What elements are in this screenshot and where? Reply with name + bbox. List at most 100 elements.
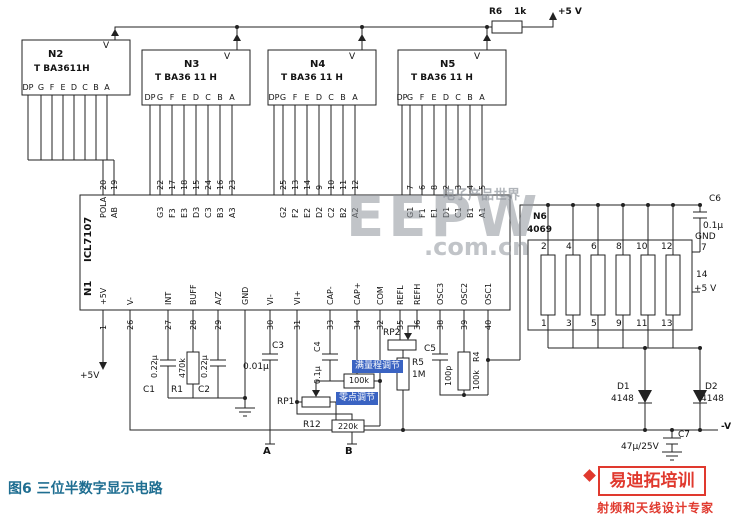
n3-pin-label: E	[181, 93, 187, 102]
n1-bottom-pin-number: 40	[484, 319, 493, 330]
n5-drop-wires	[401, 105, 483, 195]
r4-ref: R4	[472, 351, 481, 362]
n2-pin-label: B	[93, 83, 99, 92]
n5-pin-label: F	[419, 93, 425, 102]
n1-top-pin-label: E2	[303, 207, 312, 218]
n4-drop-wires	[273, 105, 356, 195]
c5-value: 100p	[444, 365, 453, 386]
d1-value: 4148	[611, 394, 634, 404]
reference-net	[399, 310, 418, 430]
n1-top-pin-label: C2	[327, 207, 336, 218]
rp1-ref: RP1	[277, 397, 295, 407]
n1-bottom-pin-label: COM	[376, 286, 385, 305]
n1-top-pin-number: 17	[168, 179, 177, 190]
n3-part: T BA36 11 H	[155, 73, 217, 83]
plus5v-top-label: +5 V	[558, 7, 582, 17]
n1-top-pin-number: 16	[216, 179, 225, 190]
n4-part: T BA36 11 H	[281, 73, 343, 83]
n3-pin-label: D	[192, 93, 200, 102]
n2-pin-label: F	[49, 83, 55, 92]
brand-subtitle: 射频和天线设计专家	[597, 501, 715, 515]
n1-top-pin-label: G2	[279, 206, 288, 218]
arrows-and-dots	[99, 12, 707, 432]
n1-top-pin-number: 14	[303, 179, 312, 190]
plus5v-top-arrow-icon	[549, 12, 557, 20]
n1-bottom-pin-label: INT	[164, 291, 173, 305]
n5-v-pin-label: V	[474, 52, 481, 62]
n2-pin-label: A	[104, 83, 110, 92]
r100k-value: 100k	[349, 376, 369, 385]
n5-body	[397, 49, 507, 106]
n1-bottom-pin-label: +5V	[99, 287, 108, 305]
n1-top-pin-label: A3	[228, 207, 237, 218]
n2-body	[21, 39, 131, 96]
n2-pin-label: D	[70, 83, 78, 92]
n1-bottom-pin-number: 1	[99, 324, 108, 330]
component-bodies	[186, 20, 681, 433]
c7-ref: C7	[678, 430, 691, 440]
n3-ref: N3	[184, 59, 200, 70]
n1-top-pin-label: D3	[192, 206, 201, 218]
zero-adjust-note: 零点调节	[336, 392, 379, 405]
n4-pin-label: C	[328, 93, 334, 102]
n1-bottom-pin-label: OSC2	[460, 282, 469, 305]
c3-ref: C3	[272, 341, 285, 351]
chip-outlines	[21, 39, 693, 331]
n3-pin-label: G	[156, 93, 164, 102]
plus5v-bottom-label: +5V	[80, 371, 100, 381]
n1-bottom-pin-number: 33	[326, 319, 335, 330]
c7-ground-net	[662, 430, 682, 461]
n1-bottom-pin-label: CAP-	[326, 286, 335, 305]
n6-bottom-pin-number: 9	[616, 319, 622, 329]
n4-pin-label: E	[304, 93, 310, 102]
inverter-1	[540, 254, 556, 316]
n1-bottom-pin-label: REFH	[413, 283, 422, 305]
n2-v-pin-label: V	[103, 41, 110, 51]
n1-bottom-pin-label: CAP+	[353, 282, 362, 305]
n4-body	[267, 49, 377, 106]
n3-pin-label: C	[205, 93, 211, 102]
brand-logo-box: 易迪拓培训	[598, 466, 706, 496]
n5-pin-label: G	[406, 93, 414, 102]
n1-top-pin-label: F2	[291, 208, 300, 218]
n1-top-pin-number: 23	[228, 179, 237, 190]
c4-ref: C4	[313, 341, 322, 352]
n1-body	[79, 194, 511, 311]
inverter-6	[665, 254, 681, 316]
n6-bottom-pin-number: 1	[541, 319, 547, 329]
n1-bottom-pin-label: V-	[126, 297, 135, 305]
n6-ref: N6	[533, 212, 547, 222]
d2-diode-icon	[693, 390, 707, 403]
n6-bottom-pin-number: 5	[591, 319, 597, 329]
n6-bottom-diode-net	[547, 315, 707, 430]
inverter-3	[590, 254, 606, 316]
c6-and-n6-power-stubs	[692, 205, 707, 293]
n1-ref: N1	[83, 280, 94, 296]
n1-bottom-pin-number: 39	[460, 319, 469, 330]
n4-pin-label: A	[352, 93, 358, 102]
n5-pin-label: E	[431, 93, 437, 102]
c2-ref: C2	[198, 385, 211, 395]
r12-body	[331, 419, 365, 433]
n3-pin-label: B	[217, 93, 223, 102]
c1-ref: C1	[143, 385, 156, 395]
n5-pin-label: B	[467, 93, 473, 102]
n1-top-pin-label: B3	[216, 207, 225, 218]
n1-bottom-pin-number: 29	[214, 319, 223, 330]
n5-pin-label: DP	[396, 93, 408, 102]
n1-bottom-pin-number: 36	[413, 319, 422, 330]
n2-pin-label: G	[37, 83, 45, 92]
n1-top-pin-number: 24	[204, 179, 213, 190]
n4-pin-label: DP	[268, 93, 280, 102]
n1-top-pin-number: 25	[279, 179, 288, 190]
r1-value: 470k	[178, 358, 187, 378]
n4-v-pin-label: V	[349, 52, 356, 62]
watermark-domain: .com.cn	[424, 233, 530, 261]
n1-top-pin-number: 20	[99, 179, 108, 190]
n1-bottom-pin-label: GND	[241, 286, 250, 305]
c4-value: 0.1μ	[313, 366, 322, 384]
n1-bottom-pin-label: REFL	[396, 285, 405, 305]
n6-body	[527, 239, 693, 331]
n2-ref: N2	[48, 49, 64, 60]
n1-bottom-pin-number: 27	[164, 319, 173, 330]
